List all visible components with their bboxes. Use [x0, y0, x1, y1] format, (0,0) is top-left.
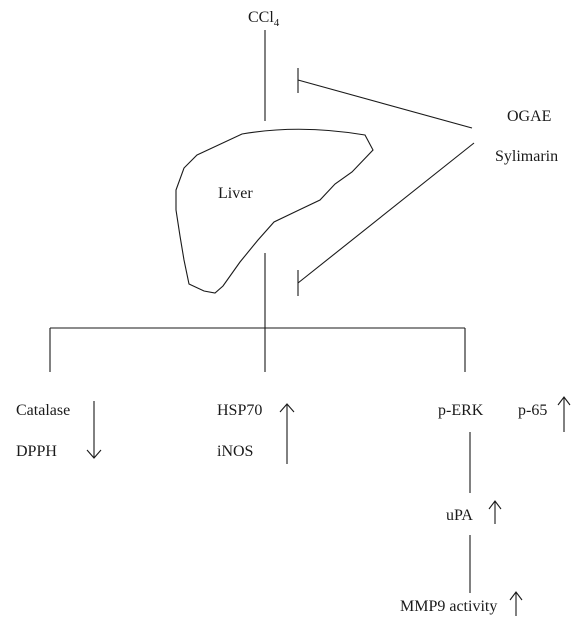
ccl4-subscript: 4 — [274, 17, 280, 29]
dpph-label: DPPH — [16, 443, 57, 460]
up-arrow-icon — [279, 403, 295, 464]
sylimarin-inhibit-line — [297, 142, 475, 284]
upa-label: uPA — [446, 507, 473, 524]
up-arrow-icon — [509, 591, 523, 616]
mmp9-label: MMP9 activity — [400, 598, 497, 615]
ccl4-base: CCl — [248, 9, 274, 26]
ccl4-label: CCl4 — [248, 9, 280, 29]
ogae-inhibit-line — [297, 79, 473, 129]
down-arrow-icon — [86, 401, 102, 459]
catalase-label: Catalase — [16, 402, 70, 419]
up-arrow-icon — [557, 396, 571, 432]
liver-label: Liver — [218, 185, 253, 202]
hsp70-label: HSP70 — [217, 402, 262, 419]
p65-label: p-65 — [518, 402, 547, 419]
up-arrow-icon — [488, 500, 502, 524]
perk-label: p-ERK — [438, 402, 484, 419]
ogae-label: OGAE — [507, 108, 551, 125]
sylimarin-label: Sylimarin — [495, 148, 558, 165]
inos-label: iNOS — [217, 443, 253, 460]
liver-shape — [175, 128, 374, 294]
